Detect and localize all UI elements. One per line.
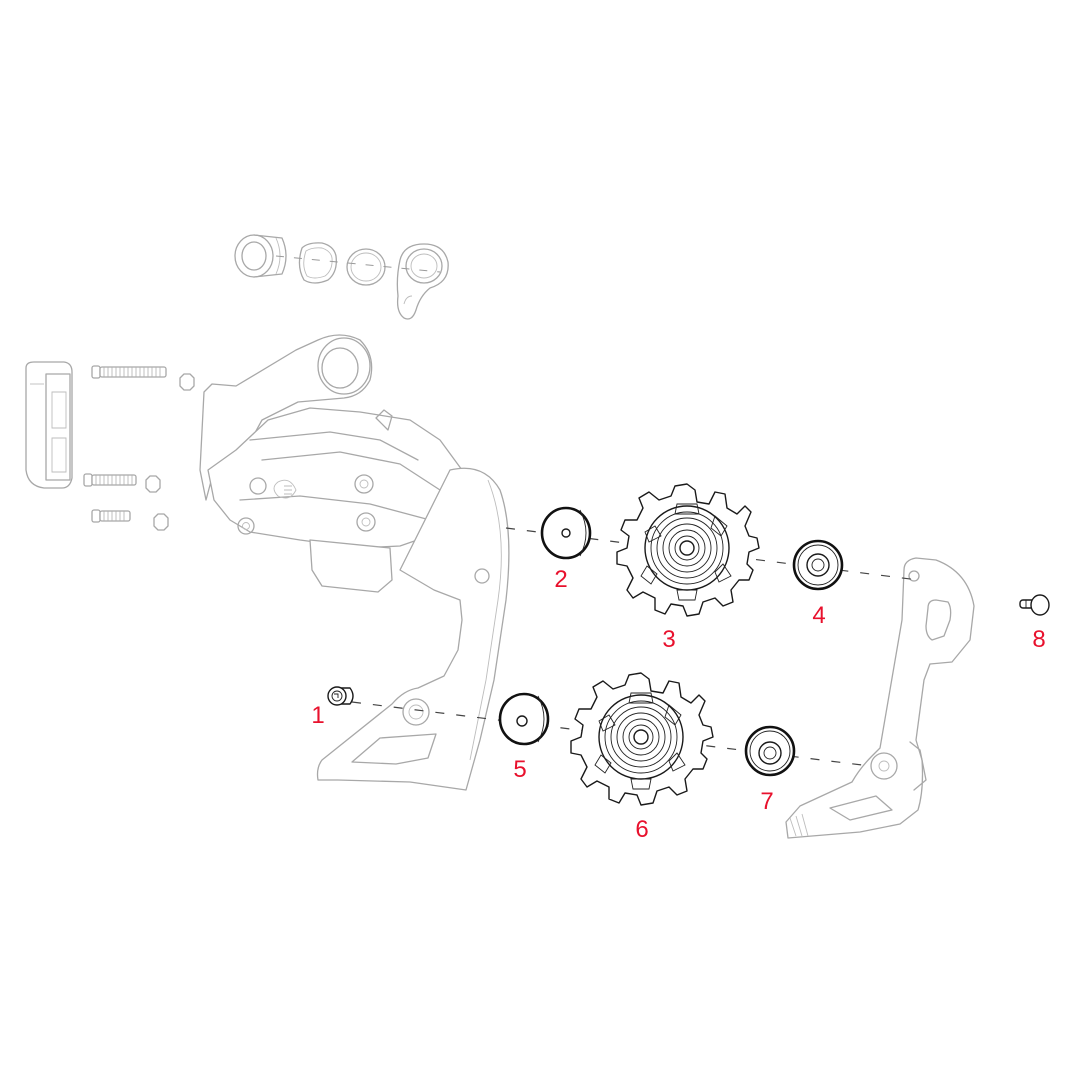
inner-cage-plate — [785, 557, 975, 839]
upper-pulley-wheel-icon — [616, 483, 760, 617]
pulley-cover-icon — [540, 506, 592, 560]
callout-7: 7 — [760, 788, 774, 815]
pulley-cover-icon — [498, 692, 550, 746]
b-bolt-hardware-group — [234, 234, 449, 320]
pulley-cover-icon — [792, 539, 844, 591]
seal-ring-icon — [298, 242, 337, 284]
callout-8: 8 — [1032, 626, 1046, 653]
callout-2: 2 — [554, 566, 568, 593]
lower-pulley-wheel-icon — [570, 672, 714, 806]
derailleur-body — [199, 334, 471, 593]
callout-4: 4 — [812, 602, 826, 629]
callout-5: 5 — [513, 756, 527, 783]
callout-3: 3 — [662, 626, 676, 653]
callout-6: 6 — [635, 816, 649, 843]
bolt-icon — [1019, 594, 1050, 616]
bolt-icon — [327, 686, 354, 706]
battery-mount-group — [25, 361, 195, 531]
battery-icon — [25, 361, 73, 489]
mid-screw-icon — [83, 473, 161, 493]
b-knuckle-cap-icon — [396, 243, 449, 320]
pulley-cover-icon — [744, 725, 796, 777]
short-screw-icon — [91, 509, 169, 531]
long-screw-icon — [91, 365, 195, 391]
o-ring-icon — [346, 248, 386, 286]
callout-1: 1 — [311, 702, 325, 729]
outer-cage-plate — [316, 467, 510, 791]
